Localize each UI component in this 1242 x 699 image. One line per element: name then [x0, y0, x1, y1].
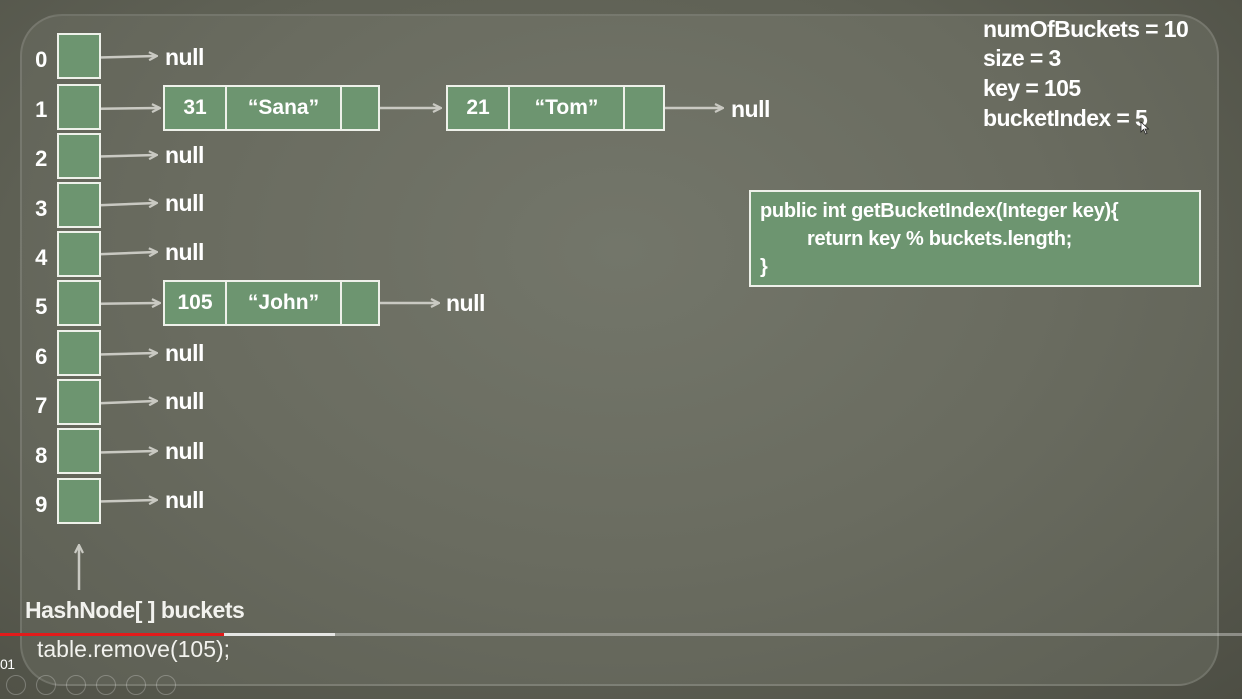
node-value: “Sana” [227, 87, 342, 129]
bucket-cell-6 [57, 330, 101, 376]
bucket-index-1: 1 [35, 97, 47, 122]
edit-icon[interactable] [66, 675, 86, 695]
time-display: 01 [0, 656, 15, 672]
node-next-pointer [625, 87, 663, 129]
num-of-buckets-text: numOfBuckets = 10 [983, 16, 1189, 42]
null-label-tom-next: null [731, 96, 770, 122]
video-progress-bar[interactable] [0, 633, 1242, 636]
bucket-index-7: 7 [35, 393, 47, 418]
bucket-cell-9 [57, 478, 101, 524]
node-next-pointer [342, 87, 378, 129]
bucket-cell-3 [57, 182, 101, 228]
null-label-john-next: null [446, 290, 485, 316]
null-label-7: null [165, 388, 204, 414]
null-label-4: null [165, 239, 204, 265]
bucket-index-8: 8 [35, 443, 47, 468]
bucket-cell-8 [57, 428, 101, 474]
null-label-2: null [165, 142, 204, 168]
bucket-cell-4 [57, 231, 101, 277]
hash-node-sana: 31 “Sana” [163, 85, 380, 131]
bucket-cell-5 [57, 280, 101, 326]
null-label-0: null [165, 44, 204, 70]
bucket-cell-2 [57, 133, 101, 179]
play-icon[interactable] [36, 675, 56, 695]
node-key: 105 [165, 282, 227, 324]
array-label: HashNode[ ] buckets [25, 597, 245, 623]
null-label-6: null [165, 340, 204, 366]
code-line-1: public int getBucketIndex(Integer key){ [760, 200, 1119, 222]
more-icon[interactable] [156, 675, 176, 695]
bucket-cell-7 [57, 379, 101, 425]
previous-icon[interactable] [6, 675, 26, 695]
grid-icon[interactable] [96, 675, 116, 695]
bucket-cell-0 [57, 33, 101, 79]
size-text: size = 3 [983, 45, 1061, 71]
bucket-index-0: 0 [35, 47, 47, 72]
video-buffered-bar [223, 633, 336, 636]
null-label-8: null [165, 438, 204, 464]
code-box [749, 190, 1201, 287]
null-label-9: null [165, 487, 204, 513]
hash-node-john: 105 “John” [163, 280, 380, 326]
key-text: key = 105 [983, 75, 1081, 101]
node-key: 21 [448, 87, 510, 129]
hash-node-tom: 21 “Tom” [446, 85, 665, 131]
node-value: “John” [227, 282, 342, 324]
node-next-pointer [342, 282, 378, 324]
bucket-index-9: 9 [35, 492, 47, 517]
bucket-cell-1 [57, 84, 101, 130]
node-value: “Tom” [510, 87, 625, 129]
null-label-3: null [165, 190, 204, 216]
bucket-index-5: 5 [35, 294, 47, 319]
bucket-index-2: 2 [35, 146, 47, 171]
video-played-bar [0, 633, 224, 636]
bucket-index-text: bucketIndex = 5 [983, 105, 1148, 131]
caption-text: table.remove(105); [37, 636, 231, 662]
code-line-3: } [760, 256, 768, 278]
bucket-index-3: 3 [35, 196, 47, 221]
zoom-icon[interactable] [126, 675, 146, 695]
bucket-index-6: 6 [35, 344, 47, 369]
code-line-2: return key % buckets.length; [807, 228, 1072, 250]
bucket-index-4: 4 [35, 245, 47, 270]
mouse-cursor-icon [1140, 121, 1150, 135]
node-key: 31 [165, 87, 227, 129]
